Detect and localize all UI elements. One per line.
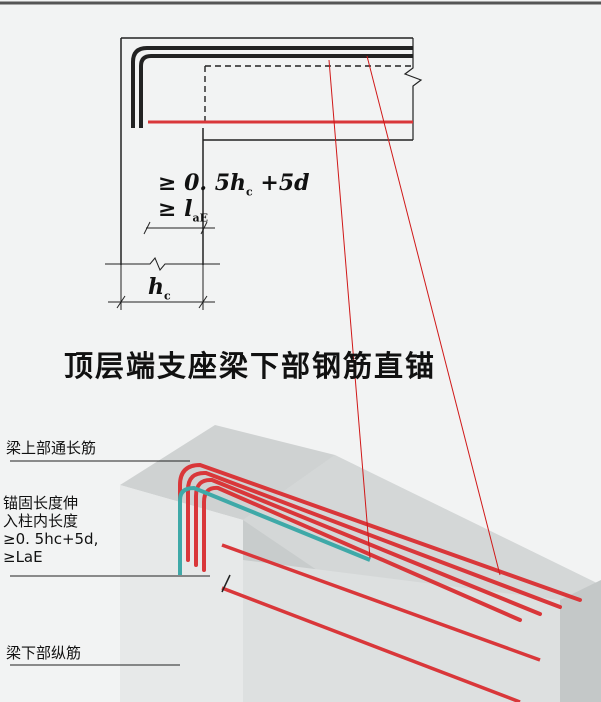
anchorage-dim-line1: ≥ 0. 5h <box>158 170 247 196</box>
anchorage-dim-line2-sub: aE <box>192 211 208 225</box>
anchorage-dim-line2: ≥ l <box>158 196 193 222</box>
upper-rebar-3 <box>194 477 542 616</box>
callout-bottom-rebar: 梁下部纵筋 <box>6 644 82 662</box>
anchorage-dim-line1-sub: c <box>246 185 253 199</box>
ref-line-2 <box>366 55 501 576</box>
hc-dim-tick-left <box>116 295 126 309</box>
callout-anchorage: 锚固长度伸 入柱内长度 ≥0. 5hc+5d, ≥LaE <box>3 494 98 566</box>
callout-top-rebar: 梁上部通长筋 <box>6 439 97 457</box>
anchorage-dim-line1-tail: +5d <box>252 170 310 196</box>
callout-anchorage-line4: ≥LaE <box>3 548 43 566</box>
section-drawing <box>105 37 423 310</box>
column-width-label: hc <box>148 274 171 302</box>
column-width-sub: c <box>164 289 171 303</box>
model-3d <box>120 425 601 702</box>
callout-leaders <box>10 460 210 666</box>
column-top-face <box>120 425 335 520</box>
column-width-text: h <box>148 274 164 300</box>
upper-rebar-1 <box>178 462 582 602</box>
beam-end-face <box>560 580 601 702</box>
beam-break-mark <box>403 38 423 140</box>
ref-line-1 <box>328 59 371 559</box>
reference-lines <box>328 55 501 576</box>
anchorage-dim-label-2: ≥ laE <box>158 196 208 224</box>
callout-anchorage-line3: ≥0. 5hc+5d, <box>3 530 99 548</box>
top-rebar-section-2 <box>139 54 413 128</box>
column-break-mark <box>105 257 220 271</box>
anchorage-dim-label: ≥ 0. 5hc +5d <box>158 170 310 198</box>
column-front-face <box>120 485 243 702</box>
top-rebar-section <box>131 46 413 128</box>
anchored-rebar <box>178 485 371 575</box>
callout-anchorage-line2: 入柱内长度 <box>3 512 79 530</box>
lower-rebar-1 <box>221 543 541 662</box>
lower-rebar-2 <box>221 586 521 702</box>
diagram-title: 顶层端支座梁下部钢筋直锚 <box>64 349 437 383</box>
beam-front-face <box>243 560 601 702</box>
callout-anchorage-line1: 锚固长度伸 <box>3 494 79 512</box>
anchor-dim-tick-right <box>200 221 208 235</box>
anchor-dim-tick-left <box>143 221 151 235</box>
hc-dim-tick-right <box>198 295 208 309</box>
anchor-tick-3d <box>221 574 231 593</box>
upper-rebar-4 <box>202 485 522 622</box>
